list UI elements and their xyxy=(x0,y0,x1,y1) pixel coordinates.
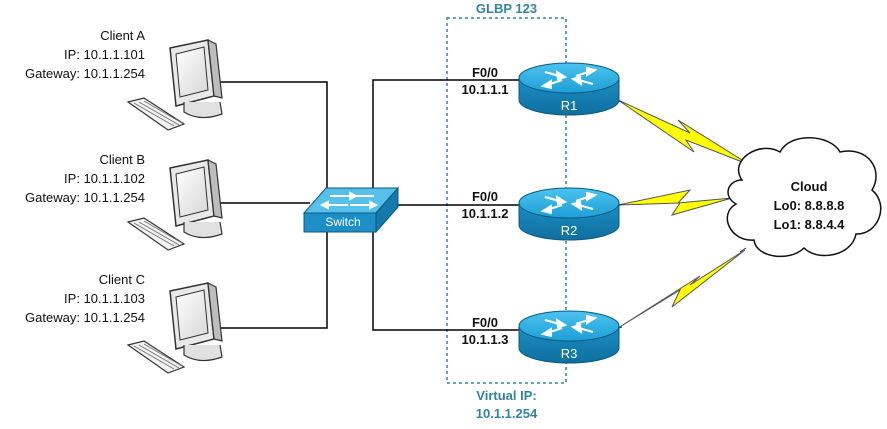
r2-ip: 10.1.1.2 xyxy=(461,206,509,221)
r1-interface: F0/0 xyxy=(471,65,498,80)
client-a-ip: IP: 10.1.1.101 xyxy=(64,47,145,62)
client-c-label: Client C IP: 10.1.1.103 Gateway: 10.1.1.… xyxy=(25,270,145,327)
virtual-ip-label: Virtual IP: xyxy=(476,388,537,403)
r3-ip: 10.1.1.3 xyxy=(461,332,509,347)
virtual-ip-value: 10.1.1.254 xyxy=(475,406,538,421)
router-r1-name: R1 xyxy=(560,98,578,113)
cloud-lo0: Lo0: 8.8.8.8 xyxy=(773,198,845,213)
client-b-ip: IP: 10.1.1.102 xyxy=(64,171,145,186)
cloud-icon xyxy=(726,137,882,258)
router-links xyxy=(372,79,520,331)
r3-interface-label: F0/0 10.1.1.3 xyxy=(452,314,518,348)
cloud-label: Cloud Lo0: 8.8.8.8 Lo1: 8.8.4.4 xyxy=(754,177,864,234)
client-a-gateway: Gateway: 10.1.1.254 xyxy=(25,66,145,81)
router-r3-name: R3 xyxy=(560,346,578,361)
serial-link-r1-icon xyxy=(617,99,751,166)
r1-interface-label: F0/0 10.1.1.1 xyxy=(452,64,518,98)
client-c-ip: IP: 10.1.1.103 xyxy=(64,291,145,306)
glbp-title: GLBP 123 xyxy=(475,1,538,16)
cloud-lo1: Lo1: 8.8.4.4 xyxy=(773,217,845,232)
cloud-title: Cloud xyxy=(790,179,828,194)
r2-interface: F0/0 xyxy=(471,189,498,204)
router-r2-name: R2 xyxy=(560,223,578,238)
client-b-name: Client B xyxy=(99,152,145,167)
r3-interface: F0/0 xyxy=(471,315,498,330)
switch-icon xyxy=(302,186,400,234)
serial-link-r2-icon xyxy=(617,189,733,216)
client-b-label: Client B IP: 10.1.1.102 Gateway: 10.1.1.… xyxy=(25,150,145,207)
client-c-name: Client C xyxy=(98,272,145,287)
client-a-name: Client A xyxy=(100,28,145,43)
serial-links xyxy=(617,99,751,329)
r2-interface-label: F0/0 10.1.1.2 xyxy=(452,188,518,222)
client-a-label: Client A IP: 10.1.1.101 Gateway: 10.1.1.… xyxy=(25,26,145,83)
switch-label: Switch xyxy=(325,215,361,229)
client-links xyxy=(218,81,328,329)
r1-ip: 10.1.1.1 xyxy=(461,82,509,97)
client-c-gateway: Gateway: 10.1.1.254 xyxy=(25,310,145,325)
client-b-gateway: Gateway: 10.1.1.254 xyxy=(25,190,145,205)
serial-link-r3-icon xyxy=(617,249,746,329)
